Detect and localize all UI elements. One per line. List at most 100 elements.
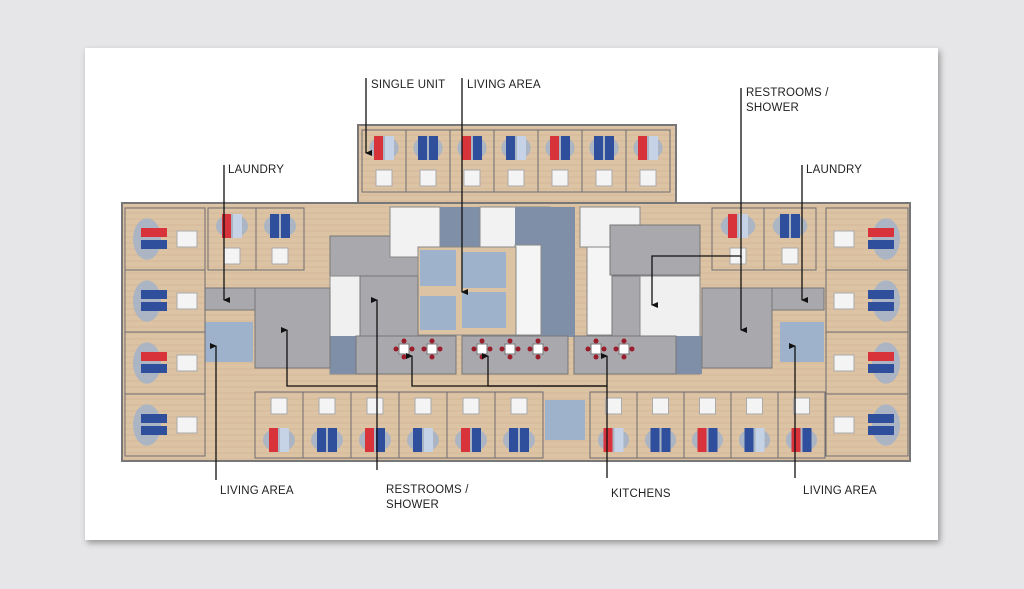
rug bbox=[872, 280, 900, 322]
wardrobe bbox=[176, 292, 198, 310]
bed bbox=[650, 428, 660, 452]
bed bbox=[868, 228, 894, 237]
bed bbox=[780, 214, 789, 238]
bed bbox=[506, 136, 515, 160]
rug bbox=[369, 136, 399, 160]
room-wall bbox=[494, 391, 544, 459]
label-living-area-bottom-right: LIVING AREA bbox=[803, 485, 877, 497]
rug bbox=[359, 428, 391, 452]
bed bbox=[233, 214, 242, 238]
bed bbox=[269, 428, 278, 452]
chair bbox=[515, 346, 521, 352]
seating-rug bbox=[462, 252, 506, 288]
bed bbox=[472, 428, 481, 452]
rug bbox=[264, 214, 296, 238]
bed bbox=[376, 428, 385, 452]
bedroom-unit bbox=[124, 331, 206, 395]
bedroom-unit bbox=[625, 129, 671, 193]
chair bbox=[621, 338, 627, 344]
bed bbox=[739, 214, 748, 238]
room-wall bbox=[777, 391, 826, 459]
bed bbox=[418, 136, 427, 160]
label-kitchens: KITCHENS bbox=[611, 488, 671, 500]
chair bbox=[401, 354, 407, 360]
bed bbox=[614, 428, 624, 452]
table-top bbox=[618, 343, 630, 355]
chair bbox=[535, 354, 541, 360]
central-core bbox=[204, 206, 825, 440]
bed bbox=[141, 240, 167, 249]
chair bbox=[499, 346, 505, 352]
bed bbox=[802, 428, 812, 452]
bed bbox=[141, 414, 167, 423]
bed bbox=[280, 428, 289, 452]
bed bbox=[868, 426, 894, 435]
wardrobe bbox=[270, 397, 288, 415]
wardrobe bbox=[414, 397, 432, 415]
bed bbox=[141, 426, 167, 435]
bedroom-unit bbox=[825, 393, 909, 457]
wardrobe bbox=[833, 292, 855, 310]
rug bbox=[133, 218, 161, 260]
bed bbox=[755, 428, 765, 452]
bed bbox=[462, 136, 471, 160]
bedroom-unit bbox=[825, 207, 909, 271]
elevator-shaft-right bbox=[586, 244, 614, 336]
chair bbox=[621, 354, 627, 360]
leader-kitchens-branch-center bbox=[482, 353, 607, 387]
bed bbox=[708, 428, 718, 452]
bedroom-unit bbox=[730, 391, 779, 459]
rug bbox=[720, 214, 756, 238]
chair bbox=[601, 346, 607, 352]
rug bbox=[216, 214, 248, 238]
wardrobe bbox=[781, 247, 799, 265]
chair bbox=[507, 354, 513, 360]
bed bbox=[661, 428, 671, 452]
chair bbox=[593, 338, 599, 344]
chair bbox=[593, 354, 599, 360]
bedroom-unit bbox=[589, 391, 638, 459]
room-wall bbox=[124, 393, 206, 457]
rug bbox=[785, 428, 818, 452]
bed bbox=[281, 214, 290, 238]
bed bbox=[868, 352, 894, 361]
restroom-left bbox=[359, 275, 419, 337]
table-top bbox=[398, 343, 410, 355]
chair bbox=[429, 354, 435, 360]
bedroom-unit bbox=[493, 129, 539, 193]
room-wall bbox=[763, 207, 817, 271]
wardrobe bbox=[223, 247, 241, 265]
restroom-shower-left bbox=[254, 287, 331, 369]
kitchen-center bbox=[461, 335, 569, 375]
dining-table bbox=[499, 338, 521, 360]
label-laundry-left: LAUNDRY bbox=[228, 164, 284, 176]
bed bbox=[605, 136, 614, 160]
chair bbox=[479, 338, 485, 344]
bed bbox=[509, 428, 518, 452]
bed bbox=[413, 428, 422, 452]
leader-restrooms-bottom-branch bbox=[281, 327, 377, 387]
bedroom-units bbox=[124, 129, 909, 459]
room-wall bbox=[825, 393, 909, 457]
chair bbox=[409, 346, 415, 352]
chair bbox=[543, 346, 549, 352]
bed bbox=[744, 428, 754, 452]
rug bbox=[407, 428, 439, 452]
table-top bbox=[590, 343, 602, 355]
lobby-left bbox=[330, 336, 356, 374]
bed bbox=[141, 228, 167, 237]
wardrobe bbox=[462, 397, 480, 415]
bed bbox=[550, 136, 559, 160]
wardrobe bbox=[318, 397, 336, 415]
bed bbox=[561, 136, 570, 160]
bed bbox=[328, 428, 337, 452]
bedroom-unit bbox=[398, 391, 448, 459]
wardrobe bbox=[833, 354, 855, 372]
living-lounge-left bbox=[205, 322, 253, 362]
bed bbox=[728, 214, 737, 238]
rug bbox=[633, 136, 663, 160]
bed bbox=[517, 136, 526, 160]
table-top bbox=[476, 343, 488, 355]
dining-table bbox=[393, 338, 415, 360]
